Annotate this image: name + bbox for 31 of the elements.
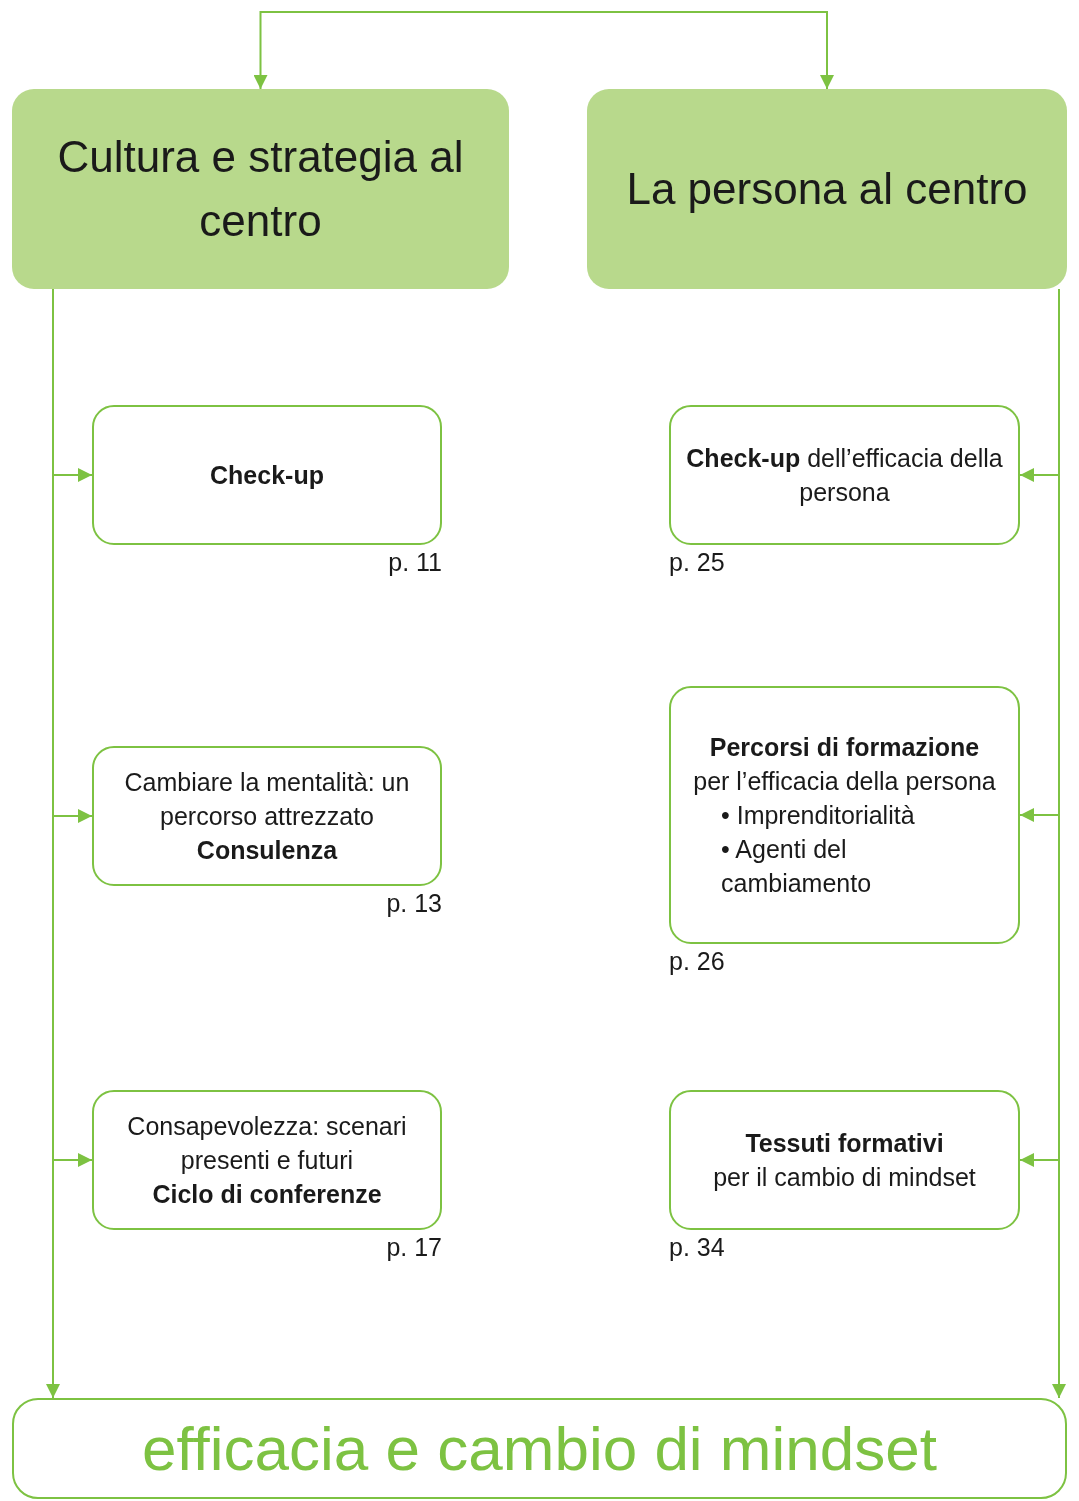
process-box xyxy=(92,1090,442,1230)
box-text: per l’efficacia della persona xyxy=(693,766,996,797)
page-reference: p. 11 xyxy=(388,547,442,577)
process-box xyxy=(669,686,1020,944)
bullet-item: • Imprenditorialità xyxy=(721,800,915,831)
page-reference: p. 26 xyxy=(669,946,725,976)
category-box xyxy=(587,89,1067,289)
page-reference: p. 25 xyxy=(669,547,725,577)
box-heading: Percorsi di formazione xyxy=(709,732,980,763)
box-text: Check-up dell’efficacia della persona xyxy=(685,443,1004,508)
process-box xyxy=(92,405,442,545)
page-reference: p. 34 xyxy=(669,1232,725,1262)
box-heading: Ciclo di conferenze xyxy=(152,1179,382,1210)
box-text: Cambiare la mentalità: un percorso attrezzato xyxy=(123,767,411,832)
process-box xyxy=(669,1090,1020,1230)
page-reference: p. 17 xyxy=(386,1232,442,1262)
outcome-text: efficacia e cambio di mindset xyxy=(142,1412,937,1485)
category-title: Cultura e strategia al centro xyxy=(56,131,465,247)
box-heading: Check-up xyxy=(210,460,324,491)
box-heading: Consulenza xyxy=(196,835,338,866)
box-text: per il cambio di mindset xyxy=(713,1162,976,1193)
category-box xyxy=(12,89,509,289)
process-box xyxy=(92,746,442,886)
box-heading: Tessuti formativi xyxy=(745,1128,944,1159)
arrow xyxy=(253,11,834,90)
outcome-box xyxy=(12,1398,1067,1499)
process-box xyxy=(669,405,1020,545)
bullet-item: • Agenti del cambiamento xyxy=(721,834,873,899)
box-text: Consapevolezza: scenari presenti e futuri xyxy=(126,1111,408,1176)
category-title: La persona al centro xyxy=(626,163,1028,215)
page-reference: p. 13 xyxy=(386,888,442,918)
